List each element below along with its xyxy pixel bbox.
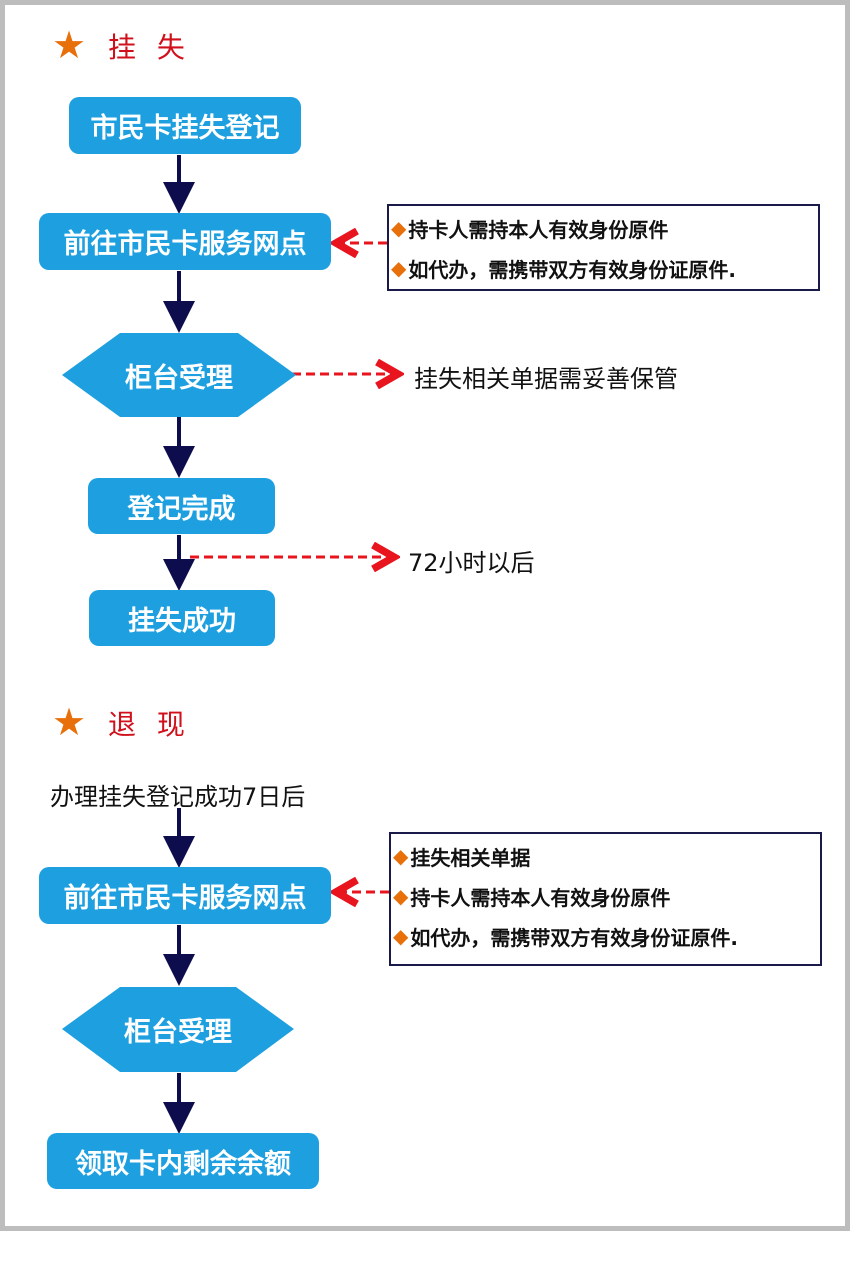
note-item: ◆持卡人需持本人有效身份原件 [391,216,669,242]
section-title-loss: 挂 失 [108,31,191,64]
step-go-service-point-2: 前往市民卡服务网点 [39,867,331,924]
step-loss-success: 挂失成功 [89,590,275,646]
step-counter-processing: 柜台受理 [62,333,296,417]
requirements-note-2: ◆挂失相关单据 ◆持卡人需持本人有效身份原件 ◆如代办，需携带双方有效身份证原件… [389,832,822,966]
step-collect-balance: 领取卡内剩余余额 [47,1133,319,1189]
diamond-bullet-icon: ◆ [393,884,409,908]
note-item: ◆如代办，需携带双方有效身份证原件. [391,256,736,282]
step-loss-registration: 市民卡挂失登记 [69,97,301,154]
diamond-bullet-icon: ◆ [393,924,409,948]
requirements-note-1: ◆持卡人需持本人有效身份原件 ◆如代办，需携带双方有效身份证原件. [387,204,820,291]
note-item: ◆挂失相关单据 [393,844,531,870]
diamond-bullet-icon: ◆ [393,844,409,868]
side-note-keep-receipts: 挂失相关单据需妥善保管 [414,365,678,393]
step-go-service-point: 前往市民卡服务网点 [39,213,331,270]
diamond-bullet-icon: ◆ [391,216,407,240]
note-item: ◆如代办，需携带双方有效身份证原件. [393,924,738,950]
step-registration-complete: 登记完成 [88,478,275,534]
step-counter-processing-2: 柜台受理 [62,987,294,1072]
star-icon: ★ [52,23,87,67]
side-note-72-hours: 72小时以后 [408,549,535,577]
note-item: ◆持卡人需持本人有效身份原件 [393,884,671,910]
diamond-bullet-icon: ◆ [391,256,407,280]
section-title-refund: 退 现 [108,708,191,741]
star-icon: ★ [52,700,87,744]
precondition-text: 办理挂失登记成功7日后 [50,783,306,811]
